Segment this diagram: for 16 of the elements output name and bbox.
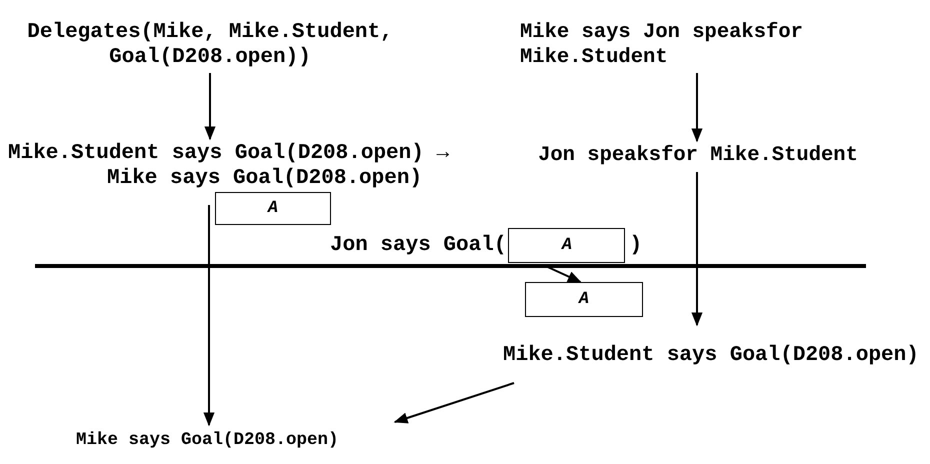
formula-text: Delegates(Mike, Mike.Student, Goal(D208.open)) xyxy=(8,20,412,70)
formula-box: A xyxy=(215,192,331,225)
formula-box: A xyxy=(508,228,626,262)
formula-text: Jon says Goal( xyxy=(330,232,506,258)
formula-text: Mike says Goal(D208.open) xyxy=(76,428,406,453)
formula-text: Mike says Jon speaksfor Mike.Student xyxy=(520,20,870,70)
arrow xyxy=(204,73,216,140)
arrow xyxy=(203,205,215,426)
arrow xyxy=(691,172,703,326)
formula-text: Mike.Student says Goal(D208.open) → Mike says Goal(D208.open) xyxy=(8,141,468,191)
formula-text: Mike.Student says Goal(D208.open) xyxy=(503,343,928,368)
arrow xyxy=(691,73,703,142)
formula-text: Jon speaksfor Mike.Student xyxy=(528,143,868,168)
arrow xyxy=(394,382,514,424)
formula-text: ) xyxy=(629,232,642,258)
formula-box: A xyxy=(525,282,643,317)
